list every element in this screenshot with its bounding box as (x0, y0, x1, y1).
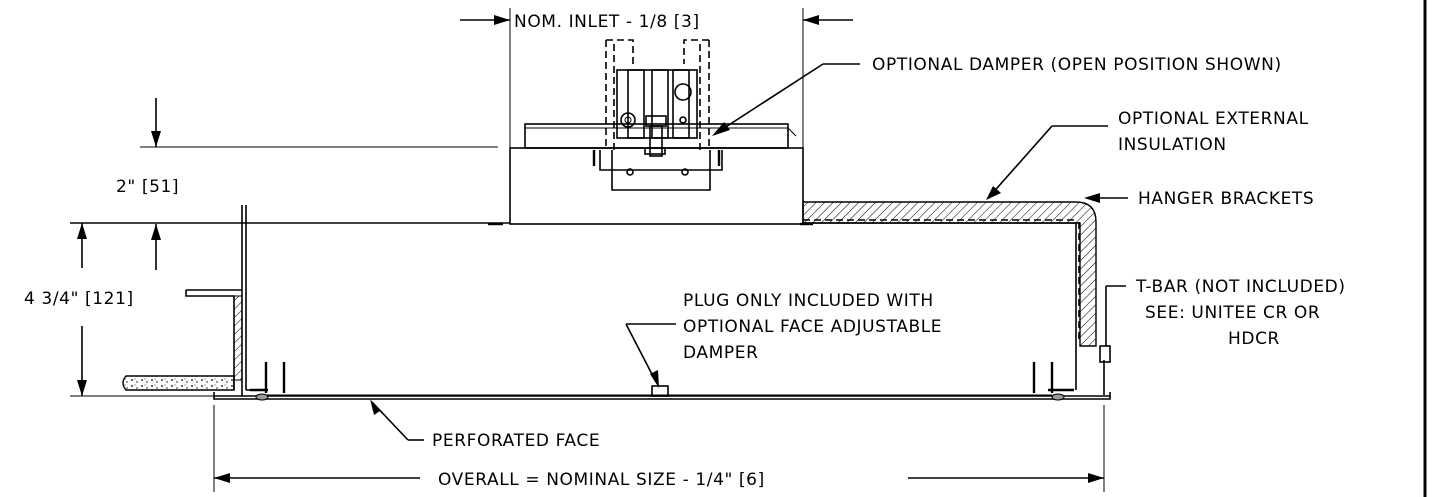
insulation-label-2: INSULATION (1118, 135, 1227, 155)
plug-leader (625, 323, 676, 388)
nom-inlet-label: NOM. INLET - 1/8 [3] (514, 12, 700, 32)
plug-label-1: PLUG ONLY INCLUDED WITH (683, 291, 934, 311)
tbar-label-2: SEE: UNITEE CR OR (1145, 303, 1320, 323)
tbar-label-1: T-BAR (NOT INCLUDED) (1135, 277, 1346, 297)
four-three-quarter-dimension (70, 223, 214, 397)
insulation-label-1: OPTIONAL EXTERNAL (1118, 109, 1309, 129)
perforated-face-leader (370, 399, 424, 441)
ceiling-tile (122, 375, 235, 391)
two-inch-label: 2" [51] (116, 177, 179, 197)
insulation-leader (986, 125, 1108, 200)
tbar-leader (1105, 285, 1126, 346)
tbar-label-3: HDCR (1228, 329, 1280, 349)
damper-assembly (592, 39, 723, 191)
hanger-leader (1084, 193, 1128, 203)
hanger-brackets-label: HANGER BRACKETS (1138, 189, 1314, 209)
four-three-quarter-label: 4 3/4" [121] (24, 289, 134, 309)
two-inch-dimension (140, 98, 498, 270)
perforated-face-label: PERFORATED FACE (432, 431, 600, 451)
overall-dimension (213, 405, 1105, 492)
plug-label-2: OPTIONAL FACE ADJUSTABLE (683, 317, 942, 337)
optional-damper-label: OPTIONAL DAMPER (OPEN POSITION SHOWN) (872, 55, 1282, 75)
optional-damper-leader (712, 63, 860, 136)
nom-inlet-dimension (460, 8, 853, 148)
diffuser-housing (70, 201, 1111, 396)
overall-label: OVERALL = NOMINAL SIZE - 1/4" [6] (438, 470, 765, 490)
perforated-face-assembly (213, 362, 1111, 401)
plug-label-3: DAMPER (683, 343, 759, 363)
